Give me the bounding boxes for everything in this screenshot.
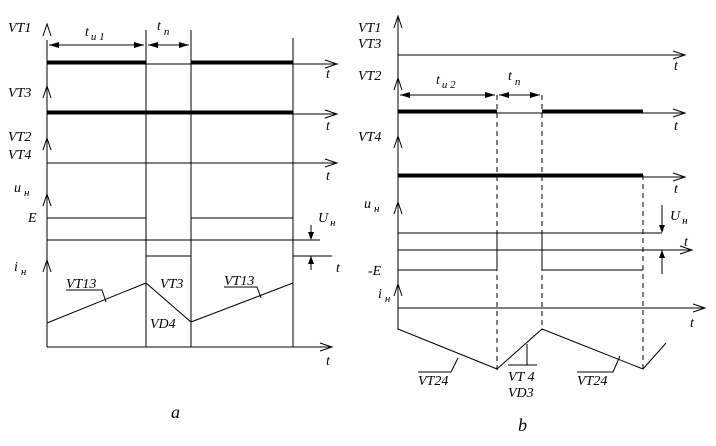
current-waveform bbox=[46, 282, 294, 324]
label-vt4-mid: VT 4 bbox=[508, 370, 535, 385]
dim-arrow bbox=[530, 92, 540, 98]
axis-arrow bbox=[393, 200, 403, 215]
axis-t-label: t bbox=[674, 119, 679, 134]
time-axis-arrow bbox=[679, 245, 694, 255]
axis-arrow bbox=[393, 14, 403, 29]
dim-arrow bbox=[485, 92, 495, 98]
label-neg-e: -E bbox=[368, 264, 382, 279]
un-marker-arrow bbox=[659, 225, 665, 233]
label-vt13-left: VT13 bbox=[66, 277, 96, 292]
time-axis-arrow bbox=[324, 158, 339, 168]
axis-arrow bbox=[393, 134, 403, 149]
axis-t-label: t bbox=[690, 316, 695, 331]
voltage-waveform bbox=[47, 217, 318, 257]
leader-vt24-left bbox=[418, 357, 459, 373]
time-axis-arrow bbox=[319, 342, 334, 352]
axis-arrow bbox=[42, 192, 52, 207]
time-axis-arrow bbox=[672, 108, 687, 118]
un-marker-arrow bbox=[308, 232, 314, 240]
time-axis-arrow bbox=[692, 303, 707, 313]
voltage-waveform bbox=[398, 232, 643, 271]
caption-b: b bbox=[518, 415, 527, 435]
axis-arrow bbox=[42, 258, 52, 273]
axis-arrow bbox=[42, 84, 52, 99]
dim-arrow bbox=[499, 92, 509, 98]
dim-arrow bbox=[134, 42, 144, 48]
label-vt2: VT2 bbox=[358, 69, 381, 84]
leader-vt13-left bbox=[66, 289, 107, 303]
axis-t-label: t bbox=[684, 235, 689, 250]
caption-a: a bbox=[171, 402, 180, 422]
un-marker-arrow bbox=[308, 256, 314, 264]
axis-arrow bbox=[393, 282, 403, 297]
dim-arrow bbox=[49, 42, 59, 48]
label-vt4: VT4 bbox=[358, 130, 381, 145]
time-axis-arrow bbox=[672, 50, 687, 60]
current-waveform bbox=[397, 328, 667, 370]
label-vt3-mid: VT3 bbox=[160, 277, 183, 292]
axis-arrow bbox=[42, 22, 52, 37]
label-vt24-left: VT24 bbox=[418, 374, 448, 389]
axis-t-label: t bbox=[326, 119, 331, 134]
label-e: E bbox=[27, 211, 37, 226]
label-vd3: VD3 bbox=[508, 386, 534, 401]
axis-t-label: t bbox=[326, 354, 331, 369]
label-vd4: VD4 bbox=[150, 317, 176, 332]
dim-arrow bbox=[400, 92, 410, 98]
leader-vt13-right bbox=[224, 286, 262, 299]
label-vt13-right: VT13 bbox=[224, 274, 254, 289]
label-vt4: VT4 bbox=[8, 148, 31, 163]
axis-arrow bbox=[42, 136, 52, 151]
time-axis-arrow bbox=[324, 109, 339, 119]
axis-t-label: t bbox=[674, 182, 679, 197]
axis-t-label: t bbox=[674, 59, 679, 74]
leader-vt24-right bbox=[577, 355, 621, 373]
axis-arrow bbox=[393, 76, 403, 91]
label-vt2: VT2 bbox=[8, 130, 31, 145]
dim-arrow bbox=[148, 42, 158, 48]
label-vt24-right: VT24 bbox=[577, 374, 607, 389]
un-marker-arrow bbox=[659, 250, 665, 258]
time-axis-arrow bbox=[324, 59, 339, 69]
axis-t-label: t bbox=[326, 169, 331, 184]
dim-arrow bbox=[179, 42, 189, 48]
label-vt3: VT3 bbox=[358, 37, 381, 52]
time-axis-arrow bbox=[672, 172, 687, 182]
label-vt1: VT1 bbox=[8, 21, 31, 36]
label-vt3: VT3 bbox=[8, 86, 31, 101]
axis-t-label: t bbox=[326, 67, 331, 82]
label-vt1: VT1 bbox=[358, 21, 381, 36]
axis-t-label: t bbox=[336, 261, 341, 276]
